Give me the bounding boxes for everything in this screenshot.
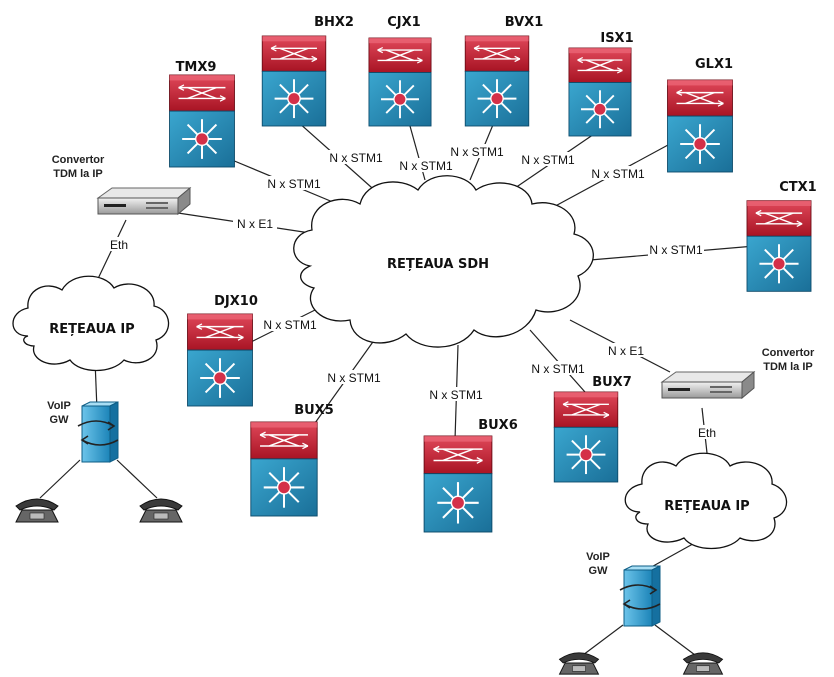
ip-cloud-left: REȚEAUA IP xyxy=(12,275,170,372)
converter-right-line1: Convertor xyxy=(762,347,815,359)
router-label: DJX10 xyxy=(214,294,258,309)
router-djx10: DJX10 xyxy=(186,294,258,408)
telephone-icon xyxy=(15,498,59,523)
router-label: CJX1 xyxy=(387,15,420,30)
router-bux7: BUX7 xyxy=(553,375,632,484)
router-tmx9: TMX9 xyxy=(168,60,236,169)
link-label-bux6: N x STM1 xyxy=(429,388,483,402)
voip-gateway-right: VoIP GW xyxy=(586,551,661,627)
router-label: BUX7 xyxy=(592,375,632,390)
link-label-eth-left: Eth xyxy=(110,238,128,252)
router-label: BUX5 xyxy=(294,403,334,418)
link-label-tmx9: N x STM1 xyxy=(267,177,321,191)
router-bvx1: BVX1 xyxy=(464,15,544,128)
router-label: CTX1 xyxy=(779,180,816,195)
router-label: TMX9 xyxy=(176,60,217,75)
router-label: BUX6 xyxy=(478,418,518,433)
router-label: BHX2 xyxy=(314,15,354,30)
gateway-right-line2: GW xyxy=(589,565,609,577)
converter-left-line2: TDM la IP xyxy=(53,168,103,180)
gateway-left-line2: GW xyxy=(50,414,70,426)
link-label-eth-right: Eth xyxy=(698,426,716,440)
ip-cloud-right-label: REȚEAUA IP xyxy=(664,499,749,514)
converter-right-line2: TDM la IP xyxy=(763,361,813,373)
converter-left-line1: Convertor xyxy=(52,154,105,166)
router-bux5: BUX5 xyxy=(249,403,334,518)
link-label-e1-left: N x E1 xyxy=(237,217,273,231)
telephone-icon xyxy=(139,498,183,523)
router-bhx2: BHX2 xyxy=(261,15,354,128)
ip-cloud-right: REȚEAUA IP xyxy=(624,452,788,550)
telephone-icon xyxy=(559,652,599,675)
link-label-isx1: N x STM1 xyxy=(521,153,575,167)
gateway-left-line1: VoIP xyxy=(47,400,71,412)
link-label-glx1: N x STM1 xyxy=(591,167,645,181)
link-label-ctx1: N x STM1 xyxy=(649,243,703,257)
link-label-djx10: N x STM1 xyxy=(263,318,317,332)
router-bux6: BUX6 xyxy=(423,418,518,534)
router-label: BVX1 xyxy=(505,15,544,30)
converter-right: Convertor TDM la IP xyxy=(661,347,815,399)
link-label-bvx1: N x STM1 xyxy=(450,145,504,159)
link-labels: N x STM1 N x STM1 N x STM1 N x STM1 N x … xyxy=(106,144,720,440)
gateway-right-line1: VoIP xyxy=(586,551,610,563)
link-label-bux7: N x STM1 xyxy=(531,362,585,376)
router-glx1: GLX1 xyxy=(666,57,734,174)
converter-left: Convertor TDM la IP xyxy=(52,154,191,215)
link-label-bhx2: N x STM1 xyxy=(329,151,383,165)
link-label-e1-right: N x E1 xyxy=(608,344,644,358)
router-label: ISX1 xyxy=(600,31,633,46)
ip-cloud-left-label: REȚEAUA IP xyxy=(49,322,134,337)
router-ctx1: CTX1 xyxy=(746,180,817,293)
router-isx1: ISX1 xyxy=(567,31,634,138)
link-label-bux5: N x STM1 xyxy=(327,371,381,385)
telephone-icon xyxy=(683,652,723,675)
router-label: GLX1 xyxy=(695,57,733,72)
router-cjx1: CJX1 xyxy=(367,15,433,128)
sdh-cloud: REȚEAUA SDH xyxy=(293,175,594,348)
sdh-cloud-label: REȚEAUA SDH xyxy=(387,257,489,272)
voip-gateway-left: VoIP GW xyxy=(47,400,119,463)
link-label-cjx1: N x STM1 xyxy=(399,159,453,173)
